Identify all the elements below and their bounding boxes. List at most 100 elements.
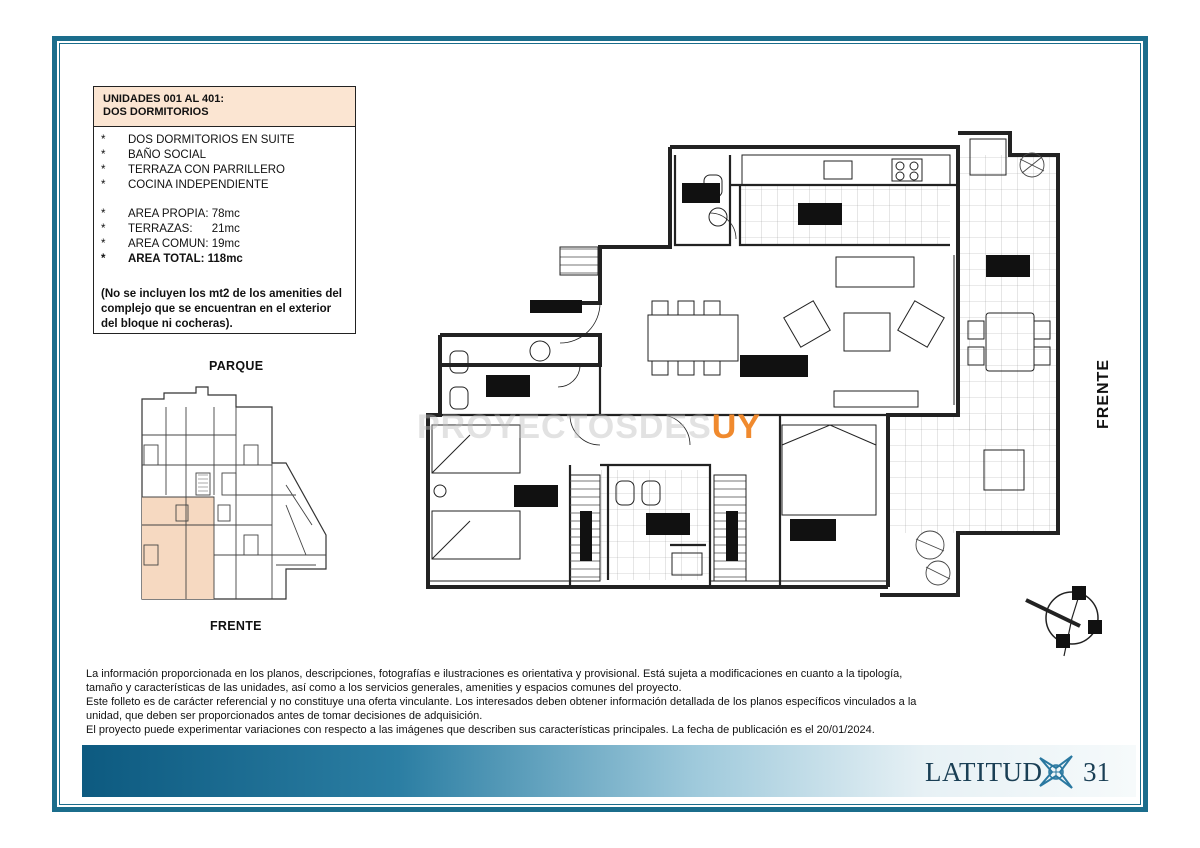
area-note: (No se incluyen los mt2 de los amenities… (101, 288, 342, 330)
laundry-unit (559, 246, 599, 276)
keyplan-top-label: PARQUE (209, 359, 264, 373)
dining-chair (651, 360, 669, 376)
dining-chair (677, 360, 695, 376)
floor-plan (426, 131, 1060, 597)
burner-2 (909, 161, 919, 171)
footer-gradient-bar (82, 745, 1136, 797)
feature-item: *BAÑO SOCIAL (101, 149, 206, 161)
suite-bidet (615, 480, 635, 506)
compass-star-icon (1039, 755, 1073, 789)
suite-toilet (641, 480, 661, 506)
terrace-chair (967, 346, 985, 366)
unit-range-title: UNIDADES 001 AL 401: (103, 93, 225, 105)
redacted-label (790, 519, 836, 541)
dining-chair (677, 300, 695, 316)
terrace-lower-tiles (888, 415, 1058, 533)
keyplan-bottom-label: FRENTE (210, 619, 262, 633)
redacted-label (798, 203, 842, 225)
feature-item: *DOS DORMITORIOS EN SUITE (101, 134, 295, 146)
dining-chair (703, 360, 721, 376)
area-item: *AREA PROPIA: 78mc (101, 208, 240, 220)
single-bed-2 (431, 510, 521, 560)
terrace-chair (1033, 320, 1051, 340)
exterior-wall-east (670, 145, 960, 587)
terrace-tiles (958, 155, 1058, 431)
dining-chair (703, 300, 721, 316)
area-item: *TERRAZAS: 21mc (101, 223, 240, 235)
sofa (835, 256, 915, 288)
tv-console (833, 390, 919, 408)
terrace-parapet (880, 131, 1060, 597)
washbasin (529, 340, 551, 362)
disclaimer-line: El proyecto puede experimentar variacion… (86, 724, 875, 736)
redacted-label (682, 183, 720, 203)
redacted-label (580, 511, 592, 561)
disclaimer-line: Este folleto es de carácter referencial … (86, 696, 917, 708)
page-frame (52, 36, 1148, 812)
powder-room-wall (673, 155, 732, 247)
area-item: *AREA COMUN: 19mc (101, 238, 240, 250)
redacted-label (486, 375, 530, 397)
cooktop (891, 158, 923, 182)
plan-side-label: FRENTE (1095, 359, 1112, 429)
compass-rose-icon (1025, 585, 1102, 657)
redacted-label (514, 485, 558, 507)
kitchen-counter (741, 154, 951, 186)
unit-info-box: UNIDADES 001 AL 401: DOS DORMITORIOS *DO… (93, 86, 356, 334)
armchair (897, 300, 945, 348)
redacted-label (986, 255, 1030, 277)
terrace-chair (1033, 346, 1051, 366)
unit-type-title: DOS DORMITORIOS (103, 106, 209, 118)
terrace-lounger (983, 449, 1025, 491)
plant-icon (1019, 152, 1045, 178)
disclaimer-line: La información proporcionada en los plan… (86, 668, 903, 680)
dining-chair (651, 300, 669, 316)
coffee-table (843, 312, 891, 352)
redacted-label (740, 355, 808, 377)
redacted-label (726, 511, 738, 561)
legal-disclaimer: La información proporcionada en los plan… (86, 667, 1026, 737)
exterior-wall-south (426, 335, 888, 589)
unit-info-header: UNIDADES 001 AL 401: DOS DORMITORIOS (94, 87, 355, 127)
kitchen-sink (823, 160, 853, 180)
keyplan-diagram (141, 386, 327, 600)
terrace-table (985, 312, 1035, 372)
armchair (783, 300, 831, 348)
bedroom-partition (568, 365, 782, 587)
plant-icon (915, 530, 945, 560)
single-bed-1 (431, 424, 521, 474)
double-bed-pillows (781, 424, 877, 446)
terrace-chair (967, 320, 985, 340)
bathroom-fixtures-wall (606, 465, 706, 580)
plant-icon (925, 560, 951, 586)
watermark: PROYECTOSDESUY (417, 408, 762, 446)
toilet (449, 350, 469, 374)
redacted-label (646, 513, 690, 535)
feature-item: *TERRAZA CON PARRILLERO (101, 164, 285, 176)
suite-washbasin (671, 552, 703, 576)
bbq-grill (969, 138, 1007, 176)
kitchen-tiles (740, 185, 950, 245)
page-frame-inner (59, 43, 1141, 805)
bedroom2-door-swing (659, 414, 691, 446)
burner-3 (895, 171, 905, 181)
entry-door-swing (559, 302, 601, 344)
nightstand-lamp (433, 484, 447, 498)
area-total-item: *AREA TOTAL: 118mc (101, 253, 243, 265)
bedroom1-door-swing (569, 414, 601, 446)
dining-table (647, 314, 739, 362)
redacted-label (530, 300, 582, 313)
exterior-wall-north (560, 147, 672, 305)
powder-door-swing (709, 212, 737, 240)
bidet (449, 386, 469, 410)
burner-4 (909, 171, 919, 181)
exterior-wall-bath (440, 333, 602, 367)
burner-1 (895, 161, 905, 171)
bed-linen-fold (431, 434, 471, 560)
unit-feature-list: *DOS DORMITORIOS EN SUITE *BAÑO SOCIAL *… (101, 133, 295, 267)
page-number: 31 (1083, 757, 1110, 787)
bath1-door-swing (557, 364, 581, 388)
plant-leaves (1019, 156, 1045, 174)
powder-washbasin (708, 207, 728, 227)
keyplan-highlight-unit (142, 497, 214, 599)
